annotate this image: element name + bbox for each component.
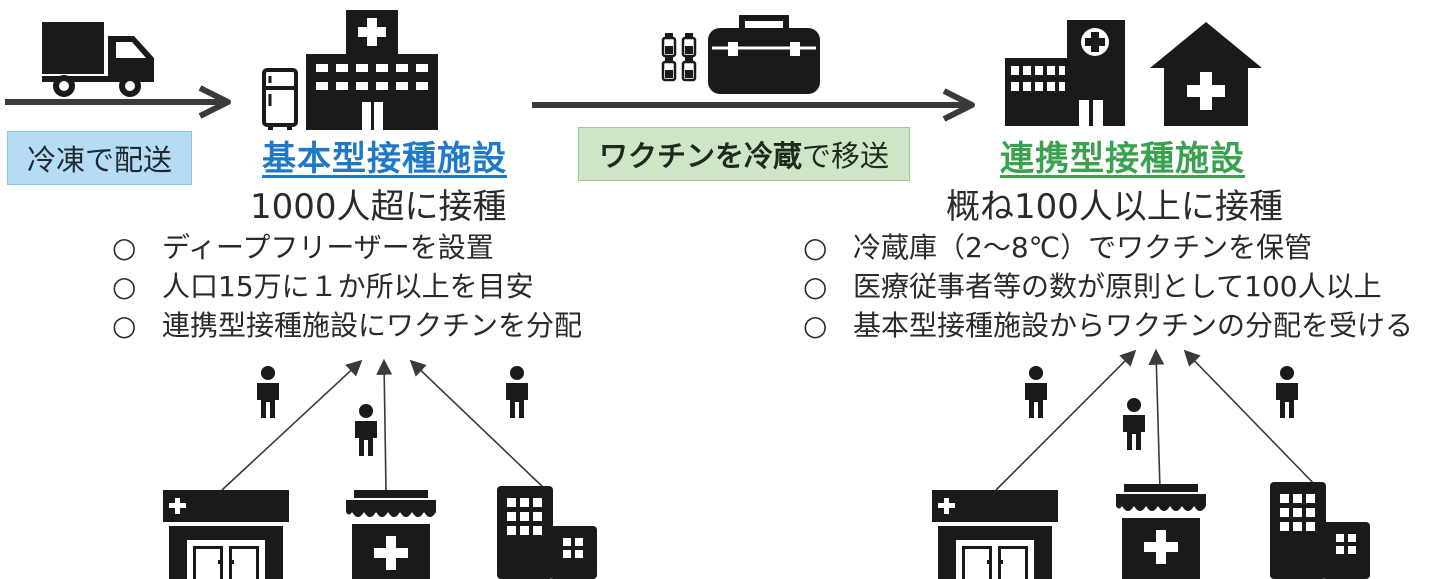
linked-facility-bullets: ○ 冷蔵庫（2～8℃）でワクチンを保管 ○ 医療従事者等の数が原則として100人以上… <box>803 228 1413 345</box>
list-item: ○ 連携型接種施設にワクチンを分配 <box>112 306 582 345</box>
person-icon <box>355 404 377 456</box>
refrigerated-transfer-label: ワクチンを冷蔵で移送 <box>578 127 910 181</box>
right-feeder-arrows <box>995 348 1321 491</box>
bullet-mark: ○ <box>112 270 137 303</box>
bullet-mark: ○ <box>803 270 828 303</box>
clinic-icon <box>1005 20 1125 126</box>
cooler-box-icon <box>708 15 820 94</box>
bullet-text: 医療従事者等の数が原則として100人以上 <box>853 270 1382 303</box>
home-clinic-icon <box>1150 22 1262 126</box>
pharmacy-icon <box>1116 484 1206 579</box>
person-icon <box>1276 366 1298 418</box>
bullet-text: 人口15万に１か所以上を目安 <box>162 270 534 303</box>
basic-facility-subtitle: 1000人超に接種 <box>250 187 507 227</box>
person-icon <box>1123 398 1145 450</box>
hospital-icon <box>306 10 438 130</box>
left-feeder-arrows <box>221 358 547 491</box>
refrigerated-transfer-label-bold: ワクチンを冷蔵 <box>598 139 802 173</box>
office-building-icon <box>497 486 597 579</box>
bullet-text: 冷蔵庫（2～8℃）でワクチンを保管 <box>853 231 1313 264</box>
linked-facility-title: 連携型接種施設 <box>1000 139 1245 179</box>
bullet-text: 連携型接種施設にワクチンを分配 <box>162 309 583 342</box>
bullet-text: ディープフリーザーを設置 <box>162 231 494 264</box>
pharmacy-icon <box>346 490 436 579</box>
person-icon <box>1025 366 1047 418</box>
freezer-icon <box>262 68 298 130</box>
list-item: ○ 医療従事者等の数が原則として100人以上 <box>803 267 1413 306</box>
transfer-arrow <box>532 88 975 122</box>
basic-facility-title: 基本型接種施設 <box>262 139 507 179</box>
list-item: ○ 冷蔵庫（2～8℃）でワクチンを保管 <box>803 228 1413 267</box>
truck-icon <box>42 22 154 97</box>
frozen-delivery-label: 冷凍で配送 <box>7 131 192 185</box>
list-item: ○ ディープフリーザーを設置 <box>112 228 582 267</box>
clinic-storefront-icon <box>163 490 289 579</box>
office-building-icon <box>1270 482 1370 579</box>
refrigerated-transfer-label-rest: で移送 <box>802 139 890 173</box>
delivery-arrow <box>5 85 231 119</box>
list-item: ○ 人口15万に１か所以上を目安 <box>112 267 582 306</box>
bullet-mark: ○ <box>803 309 828 342</box>
vials-icon <box>661 33 697 82</box>
bullet-text: 基本型接種施設からワクチンの分配を受ける <box>853 309 1414 342</box>
list-item: ○ 基本型接種施設からワクチンの分配を受ける <box>803 306 1413 345</box>
bullet-mark: ○ <box>112 309 137 342</box>
person-icon <box>506 366 528 418</box>
bullet-mark: ○ <box>112 231 137 264</box>
person-icon <box>257 366 279 418</box>
linked-facility-subtitle: 概ね100人以上に接種 <box>946 187 1283 227</box>
basic-facility-bullets: ○ ディープフリーザーを設置 ○ 人口15万に１か所以上を目安 ○ 連携型接種施設にワ… <box>112 228 582 345</box>
bullet-mark: ○ <box>803 231 828 264</box>
clinic-storefront-icon <box>932 490 1058 579</box>
